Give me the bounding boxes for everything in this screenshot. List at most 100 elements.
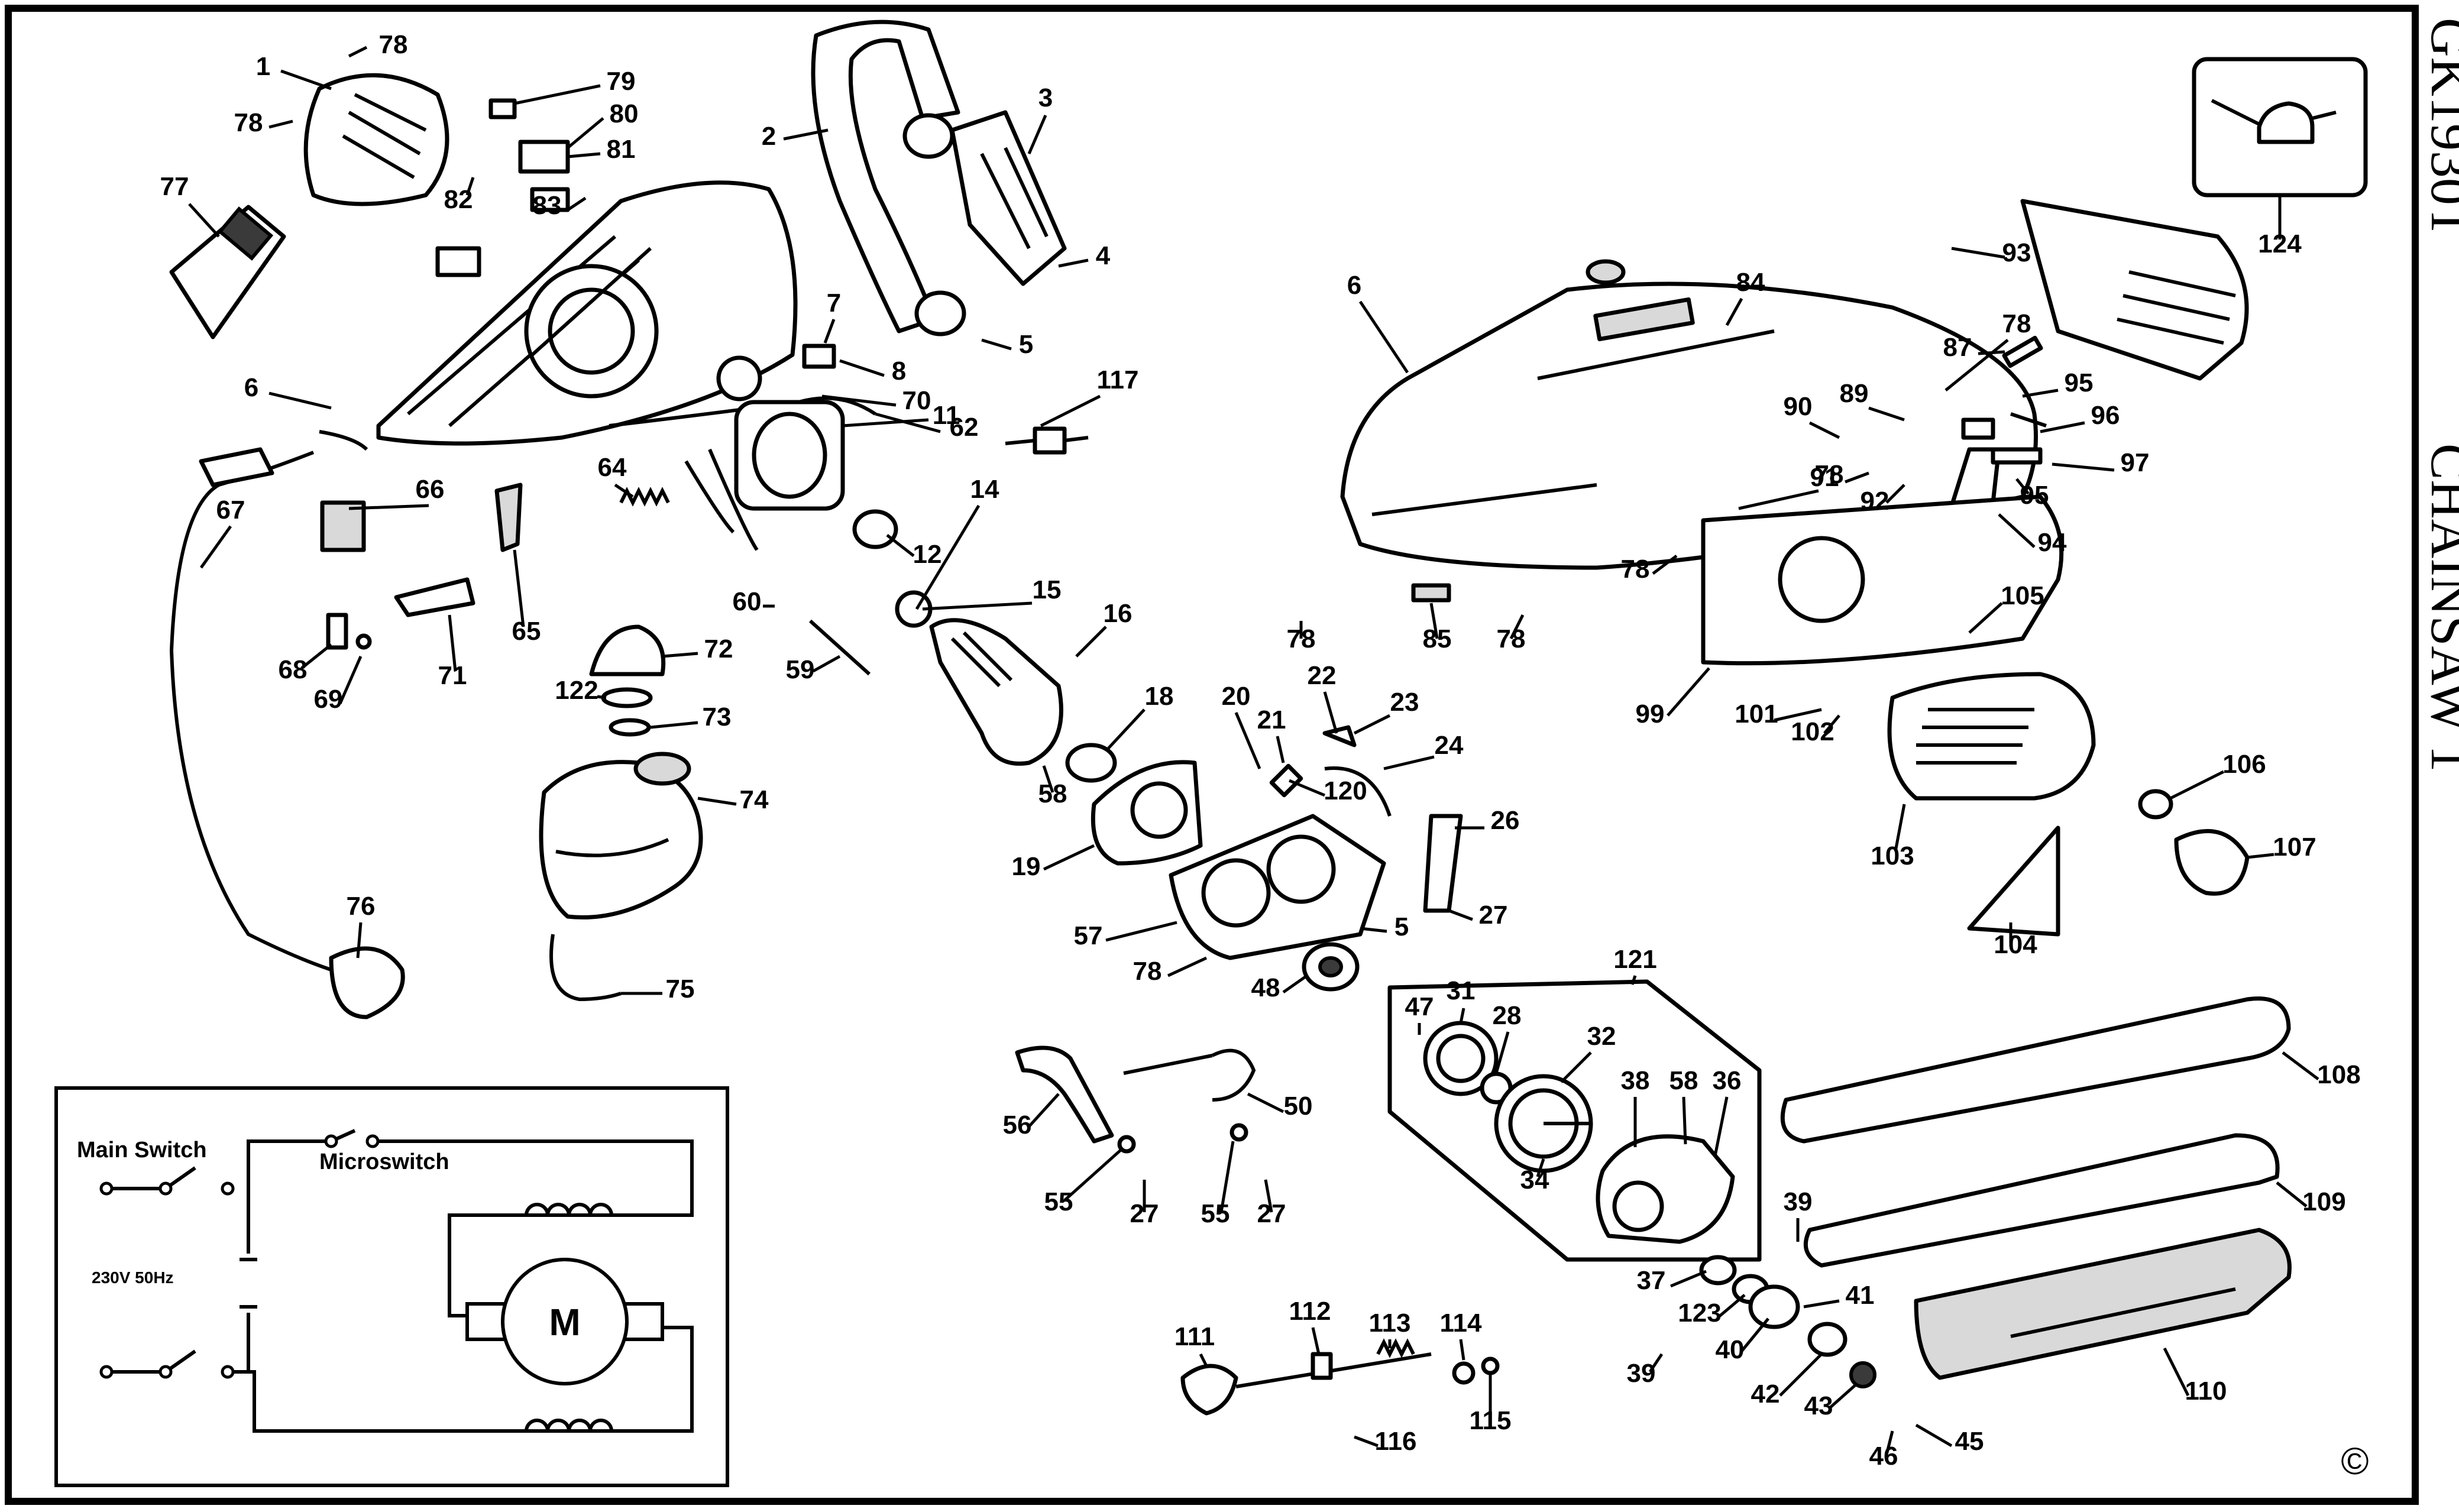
callout-leader-12 bbox=[886, 534, 915, 557]
callout-leader-28 bbox=[1494, 1031, 1510, 1074]
callout-leader-50 bbox=[1247, 1092, 1284, 1113]
callout-leader-65 bbox=[513, 549, 525, 627]
model-number: GK1930T bbox=[2420, 18, 2459, 238]
callout-leader-116 bbox=[1354, 1435, 1379, 1448]
part-87-pin bbox=[2002, 335, 2043, 368]
callout-leader-21 bbox=[1276, 736, 1285, 763]
callout-leader-58 bbox=[1042, 765, 1054, 793]
part-99-sprocket-cover bbox=[1701, 494, 2064, 666]
callout-47: 47 bbox=[1405, 992, 1434, 1021]
part-79-80-81-brush-parts bbox=[435, 98, 570, 277]
callout-112: 112 bbox=[1289, 1297, 1331, 1326]
callout-2: 2 bbox=[762, 122, 776, 151]
callout-104: 104 bbox=[1994, 930, 2037, 959]
callout-leader-59 bbox=[812, 655, 841, 673]
callout-65: 65 bbox=[512, 617, 541, 646]
callout-leader-123 bbox=[1717, 1294, 1746, 1319]
callout-40: 40 bbox=[1716, 1335, 1745, 1364]
callout-103: 103 bbox=[1871, 841, 1914, 870]
callout-116: 116 bbox=[1375, 1427, 1417, 1456]
callout-leader-106 bbox=[2169, 770, 2225, 800]
callout-114: 114 bbox=[1440, 1309, 1483, 1338]
callout-5: 5 bbox=[1019, 330, 1033, 359]
callout-115: 115 bbox=[1470, 1406, 1512, 1435]
callout-leader-108 bbox=[2282, 1051, 2319, 1080]
callout-leader-120 bbox=[1289, 779, 1325, 797]
callout-55: 55 bbox=[1201, 1199, 1230, 1228]
part-48-bearing bbox=[1302, 942, 1360, 992]
callout-21: 21 bbox=[1257, 705, 1286, 734]
part-96-97-pins bbox=[1961, 417, 2043, 465]
callout-leader-16 bbox=[1075, 626, 1107, 658]
callout-18: 18 bbox=[1145, 682, 1174, 711]
callout-leader-45 bbox=[1915, 1423, 1953, 1448]
callout-34: 34 bbox=[1520, 1165, 1549, 1194]
callout-97: 97 bbox=[2121, 448, 2150, 477]
part-31-cover-disc bbox=[1423, 1021, 1499, 1096]
callout-leader-27 bbox=[1448, 909, 1473, 921]
callout-20: 20 bbox=[1222, 682, 1251, 711]
part-77-label-sticker bbox=[169, 205, 286, 339]
part-103-chain-cover bbox=[1887, 672, 2096, 801]
callout-leader-82 bbox=[465, 177, 475, 196]
callout-55: 55 bbox=[1044, 1187, 1073, 1216]
callout-leader-103 bbox=[1894, 804, 1906, 852]
part-65-trigger bbox=[494, 483, 523, 552]
callout-27: 27 bbox=[1257, 1199, 1286, 1228]
callout-leader-114 bbox=[1459, 1339, 1465, 1361]
product-name: CHAINSAW 1 bbox=[2420, 443, 2459, 772]
callout-110: 110 bbox=[2185, 1377, 2227, 1406]
part-110-bar-cover bbox=[1914, 1228, 2292, 1380]
callout-leader-107 bbox=[2247, 853, 2274, 859]
callout-123: 123 bbox=[1678, 1299, 1721, 1328]
part-108-saw-chain bbox=[1780, 996, 2291, 1144]
callout-1: 1 bbox=[256, 52, 270, 81]
callout-leader-93 bbox=[1951, 247, 2005, 259]
callout-96: 96 bbox=[2091, 401, 2120, 430]
callout-101: 101 bbox=[1735, 700, 1778, 729]
callout-leader-78 bbox=[1652, 555, 1678, 575]
part-85-label bbox=[1411, 583, 1451, 603]
callout-36: 36 bbox=[1713, 1066, 1742, 1095]
callout-89: 89 bbox=[1840, 379, 1869, 408]
callout-90: 90 bbox=[1784, 392, 1813, 421]
callout-leader-112 bbox=[1311, 1327, 1321, 1355]
callout-59: 59 bbox=[786, 655, 815, 684]
callout-leader-39 bbox=[1648, 1353, 1664, 1373]
callout-76: 76 bbox=[347, 892, 376, 921]
callout-leader-73 bbox=[650, 721, 698, 729]
part-3-handle-plate bbox=[950, 110, 1067, 286]
callout-leader-5 bbox=[1360, 927, 1387, 933]
callout-leader-1 bbox=[280, 69, 332, 90]
part-26-27-chain-catcher bbox=[1423, 814, 1463, 913]
callout-leader-105 bbox=[1968, 602, 2003, 634]
part-55-27-fasteners bbox=[1117, 1123, 1248, 1154]
callout-leader-4 bbox=[1058, 258, 1089, 268]
main-switch-label: Main Switch bbox=[77, 1138, 207, 1163]
part-6-left-housing bbox=[376, 180, 798, 446]
callout-leader-78 bbox=[1944, 339, 2009, 391]
callout-leader-83 bbox=[567, 196, 587, 212]
callout-37: 37 bbox=[1637, 1266, 1666, 1295]
supply-label: 230V 50Hz bbox=[92, 1268, 174, 1287]
copyright-symbol: © bbox=[2341, 1440, 2369, 1482]
callout-78: 78 bbox=[2002, 309, 2031, 338]
part-59-bolt bbox=[808, 619, 871, 676]
callout-77: 77 bbox=[160, 172, 189, 201]
part-124-oil-can bbox=[2192, 57, 2368, 198]
callout-leader-117 bbox=[1040, 394, 1101, 428]
callout-45: 45 bbox=[1955, 1427, 1984, 1456]
callout-leader-46 bbox=[1885, 1430, 1894, 1455]
part-71-switch-housing bbox=[394, 577, 475, 617]
callout-leader-80 bbox=[567, 117, 604, 149]
callout-73: 73 bbox=[703, 702, 732, 731]
callout-leader-76 bbox=[356, 922, 363, 959]
callout-27: 27 bbox=[1130, 1199, 1159, 1228]
callout-leader-19 bbox=[1043, 844, 1095, 871]
callout-leader-66 bbox=[348, 504, 429, 510]
callout-42: 42 bbox=[1751, 1380, 1780, 1409]
callout-leader-2 bbox=[783, 128, 829, 141]
callout-leader-24 bbox=[1383, 755, 1435, 770]
callout-71: 71 bbox=[438, 661, 467, 690]
callout-80: 80 bbox=[610, 99, 639, 128]
